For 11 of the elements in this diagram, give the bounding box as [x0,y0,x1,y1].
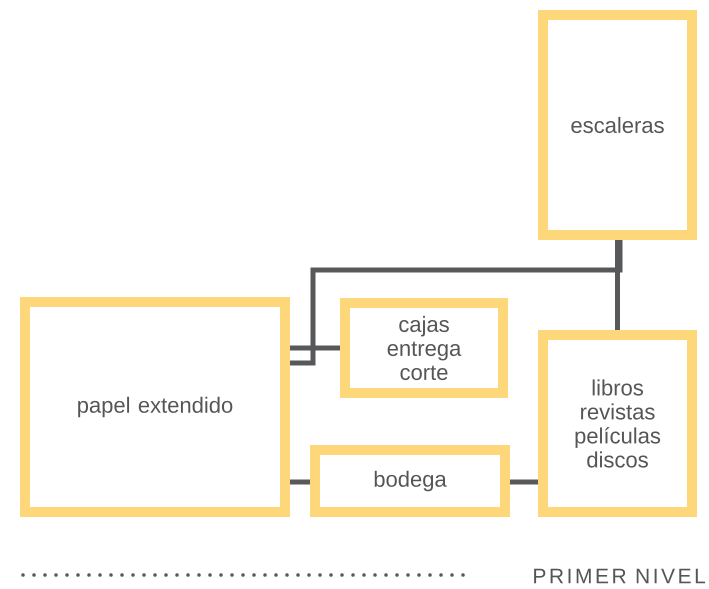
connector-line [510,480,538,484]
level-label: PRIMER NIVEL [534,568,706,584]
connector-line [615,240,620,330]
connector-line [290,480,310,484]
text-box: libros revistas películas discos [538,330,697,517]
text-box: cajas entrega corte [340,298,508,398]
text-box: escaleras [538,10,697,240]
text-box: bodega [310,445,510,517]
connector-line [290,240,622,366]
connector-line [290,346,340,350]
text-box: papel extendido [20,297,290,517]
